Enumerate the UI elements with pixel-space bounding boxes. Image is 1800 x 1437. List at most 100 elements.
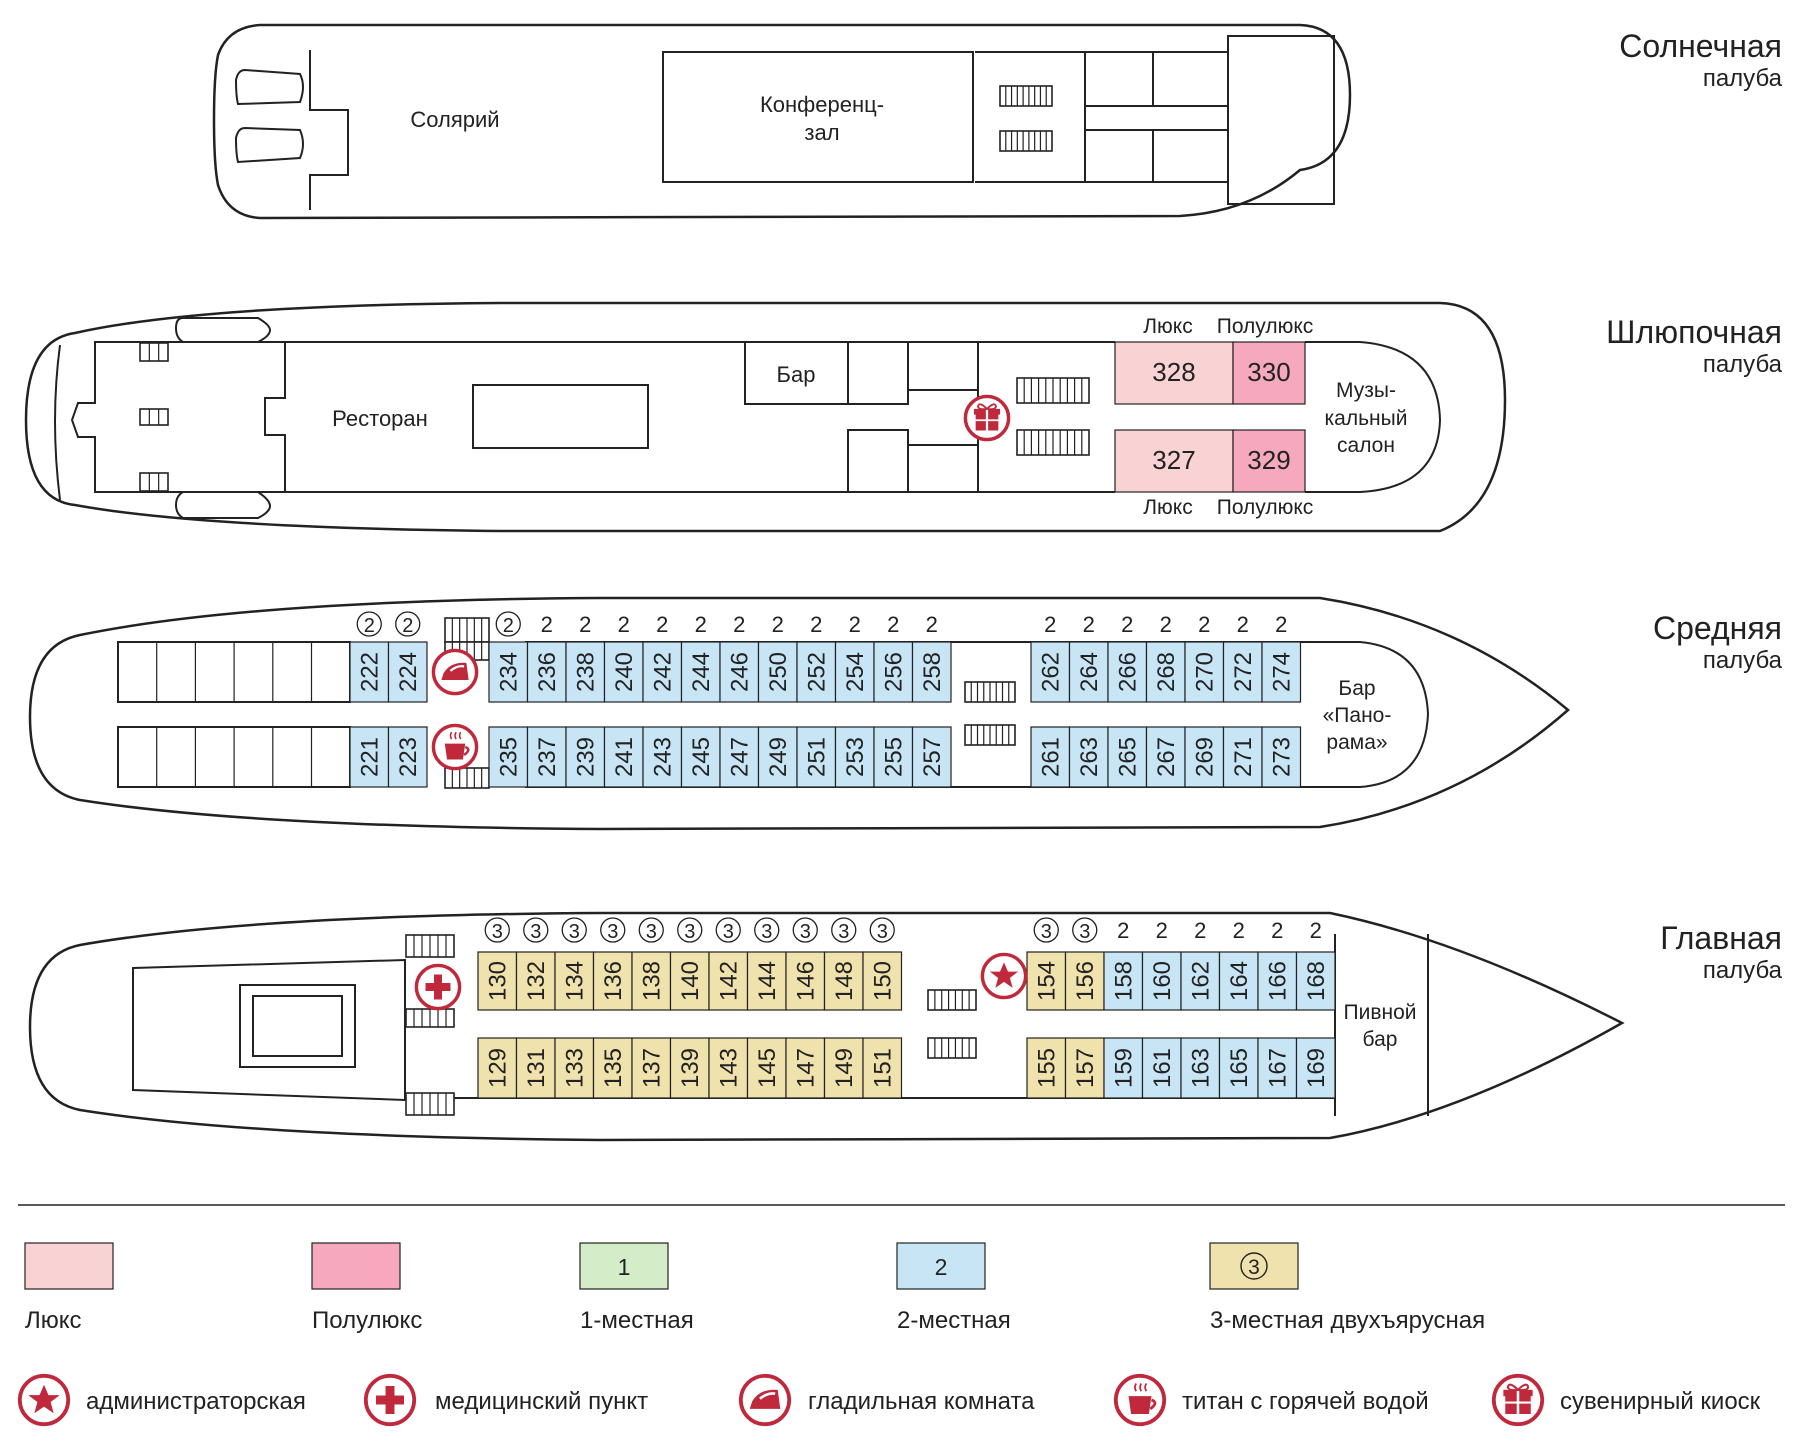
cabin-263[interactable]: 263 xyxy=(1068,726,1109,788)
cabin-159[interactable]: 159 xyxy=(1103,1037,1144,1099)
cabin-250[interactable]: 250 xyxy=(757,641,798,703)
cabin-134[interactable]: 134 xyxy=(554,951,595,1011)
cabin-131[interactable]: 131 xyxy=(515,1037,556,1099)
cabin-237[interactable]: 237 xyxy=(526,726,567,788)
cabin-160[interactable]: 160 xyxy=(1141,951,1182,1011)
cabin-140[interactable]: 140 xyxy=(669,951,710,1011)
cabin-221[interactable]: 221 xyxy=(349,726,390,788)
cabin-number: 264 xyxy=(1076,652,1103,692)
svg-text:2: 2 xyxy=(810,612,822,637)
cabin-328[interactable]: 328 xyxy=(1114,341,1234,405)
cabin-268[interactable]: 268 xyxy=(1145,641,1186,703)
capacity-marker: 2 xyxy=(656,612,668,637)
cabin-number: 142 xyxy=(715,961,742,1001)
cabin-254[interactable]: 254 xyxy=(834,641,875,703)
cabin-135[interactable]: 135 xyxy=(592,1037,633,1099)
cabin-245[interactable]: 245 xyxy=(680,726,721,788)
cabin-264[interactable]: 264 xyxy=(1068,641,1109,703)
cabin-154[interactable]: 154 xyxy=(1026,951,1067,1011)
legend-medical-icon xyxy=(363,1373,417,1427)
cabin-139[interactable]: 139 xyxy=(669,1037,710,1099)
cabin-234[interactable]: 234 xyxy=(488,641,529,703)
cabin-223[interactable]: 223 xyxy=(387,726,428,788)
cabin-166[interactable]: 166 xyxy=(1257,951,1298,1011)
cabin-257[interactable]: 257 xyxy=(911,726,952,788)
cabin-137[interactable]: 137 xyxy=(631,1037,672,1099)
cabin-138[interactable]: 138 xyxy=(631,951,672,1011)
cabin-132[interactable]: 132 xyxy=(515,951,556,1011)
cabin-156[interactable]: 156 xyxy=(1064,951,1105,1011)
cabin-169[interactable]: 169 xyxy=(1295,1037,1336,1099)
cabin-329[interactable]: 329 xyxy=(1232,429,1306,493)
cabin-243[interactable]: 243 xyxy=(642,726,683,788)
cabin-164[interactable]: 164 xyxy=(1218,951,1259,1011)
cabin-253[interactable]: 253 xyxy=(834,726,875,788)
cabin-267[interactable]: 267 xyxy=(1145,726,1186,788)
bunk-marker: 3 xyxy=(484,917,510,943)
cabin-247[interactable]: 247 xyxy=(719,726,760,788)
cabin-number: 137 xyxy=(638,1048,665,1088)
cabin-272[interactable]: 272 xyxy=(1222,641,1263,703)
cabin-167[interactable]: 167 xyxy=(1257,1037,1298,1099)
stairs xyxy=(964,724,1016,746)
cabin-246[interactable]: 246 xyxy=(719,641,760,703)
cabin-168[interactable]: 168 xyxy=(1295,951,1336,1011)
cabin-249[interactable]: 249 xyxy=(757,726,798,788)
cabin-236[interactable]: 236 xyxy=(526,641,567,703)
cabin-136[interactable]: 136 xyxy=(592,951,633,1011)
boat-bar-label: Бар xyxy=(777,362,816,387)
cabin-235[interactable]: 235 xyxy=(488,726,529,788)
cabin-145[interactable]: 145 xyxy=(746,1037,787,1099)
cabin-155[interactable]: 155 xyxy=(1026,1037,1067,1099)
legend-triple-num: 3 xyxy=(1248,1256,1260,1279)
stairs xyxy=(139,472,169,492)
cabin-133[interactable]: 133 xyxy=(554,1037,595,1099)
cabin-146[interactable]: 146 xyxy=(785,951,826,1011)
cabin-256[interactable]: 256 xyxy=(873,641,914,703)
cabin-258[interactable]: 258 xyxy=(911,641,952,703)
cabin-240[interactable]: 240 xyxy=(603,641,644,703)
cabin-238[interactable]: 238 xyxy=(565,641,606,703)
cabin-number: 255 xyxy=(880,737,907,777)
cabin-222[interactable]: 222 xyxy=(349,641,390,703)
cabin-143[interactable]: 143 xyxy=(708,1037,749,1099)
cabin-252[interactable]: 252 xyxy=(796,641,837,703)
music-salon-label-2: кальный xyxy=(1325,407,1408,430)
cabin-151[interactable]: 151 xyxy=(862,1037,903,1099)
cabin-158[interactable]: 158 xyxy=(1103,951,1144,1011)
cabin-274[interactable]: 274 xyxy=(1261,641,1302,703)
cabin-255[interactable]: 255 xyxy=(873,726,914,788)
cabin-129[interactable]: 129 xyxy=(477,1037,518,1099)
cabin-239[interactable]: 239 xyxy=(565,726,606,788)
cabin-162[interactable]: 162 xyxy=(1180,951,1221,1011)
cabin-266[interactable]: 266 xyxy=(1107,641,1148,703)
bunk-marker: 3 xyxy=(792,917,818,943)
cabin-165[interactable]: 165 xyxy=(1218,1037,1259,1099)
cabin-265[interactable]: 265 xyxy=(1107,726,1148,788)
cabin-142[interactable]: 142 xyxy=(708,951,749,1011)
cabin-224[interactable]: 224 xyxy=(387,641,428,703)
cabin-161[interactable]: 161 xyxy=(1141,1037,1182,1099)
cabin-144[interactable]: 144 xyxy=(746,951,787,1011)
cabin-150[interactable]: 150 xyxy=(862,951,903,1011)
cabin-242[interactable]: 242 xyxy=(642,641,683,703)
cabin-148[interactable]: 148 xyxy=(823,951,864,1011)
cabin-270[interactable]: 270 xyxy=(1184,641,1225,703)
cabin-163[interactable]: 163 xyxy=(1180,1037,1221,1099)
cabin-number: 143 xyxy=(715,1048,742,1088)
cabin-241[interactable]: 241 xyxy=(603,726,644,788)
cabin-327[interactable]: 327 xyxy=(1114,429,1234,493)
cabin-149[interactable]: 149 xyxy=(823,1037,864,1099)
cabin-271[interactable]: 271 xyxy=(1222,726,1263,788)
cabin-269[interactable]: 269 xyxy=(1184,726,1225,788)
cabin-244[interactable]: 244 xyxy=(680,641,721,703)
cabin-261[interactable]: 261 xyxy=(1030,726,1071,788)
cabin-157[interactable]: 157 xyxy=(1064,1037,1105,1099)
cabin-130[interactable]: 130 xyxy=(477,951,518,1011)
cabin-262[interactable]: 262 xyxy=(1030,641,1071,703)
cabin-273[interactable]: 273 xyxy=(1261,726,1302,788)
cabin-147[interactable]: 147 xyxy=(785,1037,826,1099)
cabin-251[interactable]: 251 xyxy=(796,726,837,788)
cabin-330[interactable]: 330 xyxy=(1232,341,1306,405)
